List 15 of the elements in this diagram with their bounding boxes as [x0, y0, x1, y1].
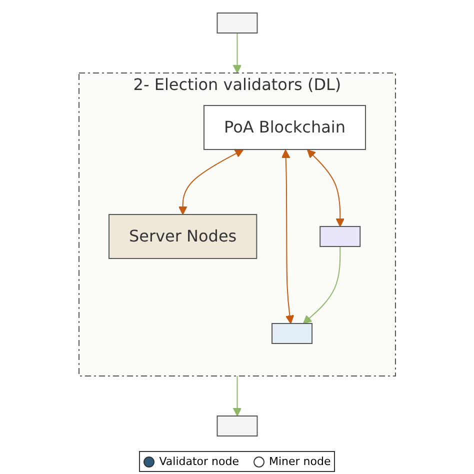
- node-box: [216, 12, 258, 34]
- cluster: [78, 72, 396, 376]
- node-box: [108, 214, 257, 259]
- arrow: [232, 376, 242, 416]
- legend-label: Miner node: [269, 455, 331, 468]
- node-box: [271, 323, 312, 344]
- arrow: [306, 149, 344, 227]
- arrow: [178, 149, 244, 215]
- arrow: [232, 32, 242, 74]
- arrow: [281, 150, 294, 324]
- arrow: [302, 246, 340, 324]
- legend-label: Validator node: [159, 455, 239, 468]
- node-box: [203, 105, 366, 150]
- node-box: [216, 416, 258, 436]
- node-box: [319, 226, 360, 247]
